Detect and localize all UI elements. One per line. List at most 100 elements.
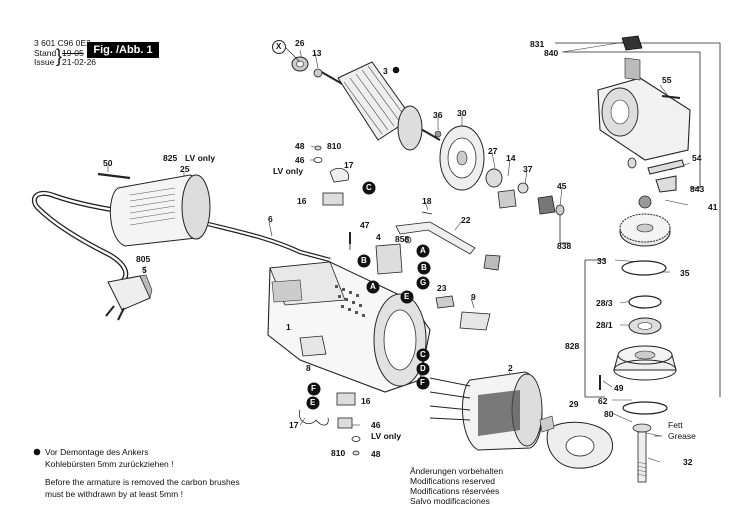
plug [105, 274, 153, 321]
note-bullet [33, 448, 41, 456]
callout-37: 37 [523, 164, 533, 174]
lettered-markers [306, 181, 431, 410]
callout-843: 843 [690, 184, 705, 194]
callout-55: 55 [662, 75, 672, 85]
callout-825: 825 [163, 153, 178, 163]
callout-33: 33 [597, 256, 607, 266]
doc-number: 3 601 C96 0E2 [34, 38, 91, 48]
modifications-fr: Modifications réservées [410, 486, 500, 496]
motor-housing [267, 261, 431, 393]
stand-label: Stand [34, 48, 57, 58]
callout-16-lower: 16 [361, 396, 371, 406]
callout-22: 22 [461, 215, 471, 225]
modifications-es: Salvo modificaciones [410, 496, 490, 506]
marker-f: F [311, 384, 316, 393]
callout-47: 47 [360, 220, 370, 230]
callout-810-upper: 810 [327, 141, 342, 151]
callout-805: 805 [136, 254, 151, 264]
lv-only-cover: LV only [185, 153, 216, 163]
o-ring-33 [621, 260, 667, 276]
rear-cover [97, 172, 211, 247]
wheel-guard [539, 415, 613, 469]
callout-48-lower: 48 [371, 449, 381, 459]
modifications-de: Änderungen vorbehalten [410, 466, 504, 476]
callout-831: 831 [530, 39, 545, 49]
callout-28-1: 28/1 [596, 320, 613, 330]
switch [349, 211, 501, 275]
callout-6: 6 [268, 214, 273, 224]
lv-only-upper: LV only [273, 166, 304, 176]
callout-36: 36 [433, 110, 443, 120]
stator [429, 371, 543, 451]
power-cord [31, 190, 331, 285]
ring-80 [622, 401, 668, 415]
brace: } [56, 46, 63, 66]
note-de-line2: Kohlebürsten 5mm zurückziehen ! [45, 459, 174, 469]
part-14 [497, 189, 517, 209]
callout-838: 838 [557, 241, 572, 251]
ring-28-3 [628, 295, 662, 309]
callout-16-upper: 16 [297, 196, 307, 206]
pinion [537, 195, 556, 215]
marker-c: C [420, 350, 426, 359]
part-23 [435, 295, 455, 309]
marker-c: C [366, 183, 372, 192]
callout-18: 18 [422, 196, 432, 206]
callout-858: 858 [395, 234, 410, 244]
note-de-line1: Vor Demontage des Ankers [45, 447, 149, 457]
fan [434, 125, 485, 191]
callout-8: 8 [306, 363, 311, 373]
marker-f: F [420, 378, 425, 387]
callout-48-upper: 48 [295, 141, 305, 151]
callout-26: 26 [295, 38, 305, 48]
callout-28-3: 28/3 [596, 298, 613, 308]
callout-5: 5 [142, 265, 147, 275]
callout-3: 3 [383, 66, 388, 76]
callout-23: 23 [437, 283, 447, 293]
callout-46-lower: 46 [371, 420, 381, 430]
stand-old-date: 19-05 [62, 48, 84, 58]
callout-840: 840 [544, 48, 559, 58]
callout-14: 14 [506, 153, 516, 163]
bearing-27 [485, 168, 503, 188]
marker-e: E [404, 292, 410, 301]
label-plate-8 [299, 335, 327, 357]
issue-date: 21-02-26 [62, 57, 97, 67]
callout-50: 50 [103, 158, 113, 168]
callout-17-upper: 17 [344, 160, 354, 170]
callout-2: 2 [508, 363, 513, 373]
modifications-notice: Änderungen vorbehalten Modifications res… [410, 466, 503, 506]
marker-a: A [420, 246, 426, 255]
callout-32: 32 [683, 457, 693, 467]
marker-b: B [361, 256, 367, 265]
callout-4: 4 [376, 232, 381, 242]
callout-80: 80 [604, 409, 614, 419]
callout-46-upper: 46 [295, 155, 305, 165]
callout-49: 49 [614, 383, 624, 393]
callout-45: 45 [557, 181, 567, 191]
brush-holder-lower [298, 392, 361, 456]
x-marker-group [272, 40, 301, 63]
brush-holder-upper [313, 145, 350, 206]
callout-25: 25 [180, 164, 190, 174]
washer-37 [517, 182, 529, 194]
marker-b: B [421, 263, 427, 272]
marker-e: E [310, 398, 316, 407]
grease-de: Fett [668, 420, 683, 430]
callout-13: 13 [312, 48, 322, 58]
callout-62: 62 [598, 396, 608, 406]
armature-bullet [392, 66, 400, 74]
label-plate-9 [459, 311, 491, 331]
callout-41: 41 [708, 202, 718, 212]
callout-17-lower: 17 [289, 420, 299, 430]
marker-g: G [420, 278, 427, 287]
lv-only-lower: LV only [371, 431, 402, 441]
marker-x: X [276, 42, 282, 51]
figure-label: Fig. /Abb. 1 [87, 42, 159, 58]
callout-810-lower: 810 [331, 448, 346, 458]
bearing-flange [613, 345, 677, 381]
callout-54: 54 [692, 153, 702, 163]
